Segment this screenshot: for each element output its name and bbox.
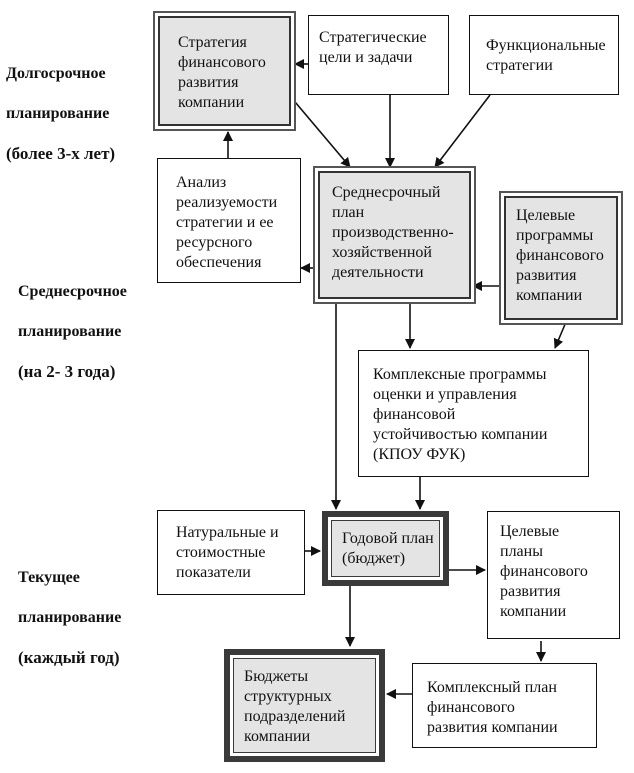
financial-strategy-box: Стратегия финансового развития компании (158, 16, 291, 126)
midterm-plan-box: Среднесрочный план производственно- хозя… (318, 171, 471, 299)
level-mid-term: Среднесрочное планирование (на 2- 3 года… (18, 262, 127, 402)
arrow-functional-to-midterm (434, 94, 491, 168)
level-current-line3: (каждый год) (18, 648, 120, 667)
strategic-goals-box: Стратегические цели и задачи (308, 15, 449, 95)
unit-budgets-box: Бюджеты структурных подразделений компан… (224, 649, 385, 762)
arrow-programs-to-complex (553, 321, 567, 349)
target-plans-box: Целевые планы финансового развития компа… (487, 511, 620, 639)
level-current-line2: планирование (18, 609, 122, 626)
level-current-line1: Текущее (18, 569, 80, 586)
level-mid-term-line1: Среднесрочное (18, 283, 127, 300)
level-long-term-line1: Долгосрочное (6, 65, 106, 82)
complex-programs-box: Комплексные программы оценки и управлени… (358, 350, 589, 477)
level-long-term-line2: планирование (6, 105, 110, 122)
functional-strategies-box: Функциональные стратегии (469, 15, 619, 95)
feasibility-analysis-box: Анализ реализуемости стратегии и ее ресу… (157, 158, 301, 283)
level-current: Текущее планирование (каждый год) (18, 548, 121, 688)
level-long-term-line3: (более 3-х лет) (6, 144, 116, 163)
level-mid-term-line3: (на 2- 3 года) (18, 362, 116, 381)
indicators-box: Натуральные и стоимостные показатели (157, 510, 305, 595)
complex-plan-box: Комплексный план финансового развития ко… (412, 663, 597, 748)
arrow-strategy-to-midterm (289, 95, 351, 168)
level-long-term: Долгосрочное планирование (более 3-х лет… (6, 44, 115, 184)
annual-plan-box: Годовой план (бюджет) (322, 511, 449, 586)
level-mid-term-line2: планирование (18, 323, 122, 340)
target-programs-box: Целевые программы финансового развития к… (504, 196, 618, 320)
